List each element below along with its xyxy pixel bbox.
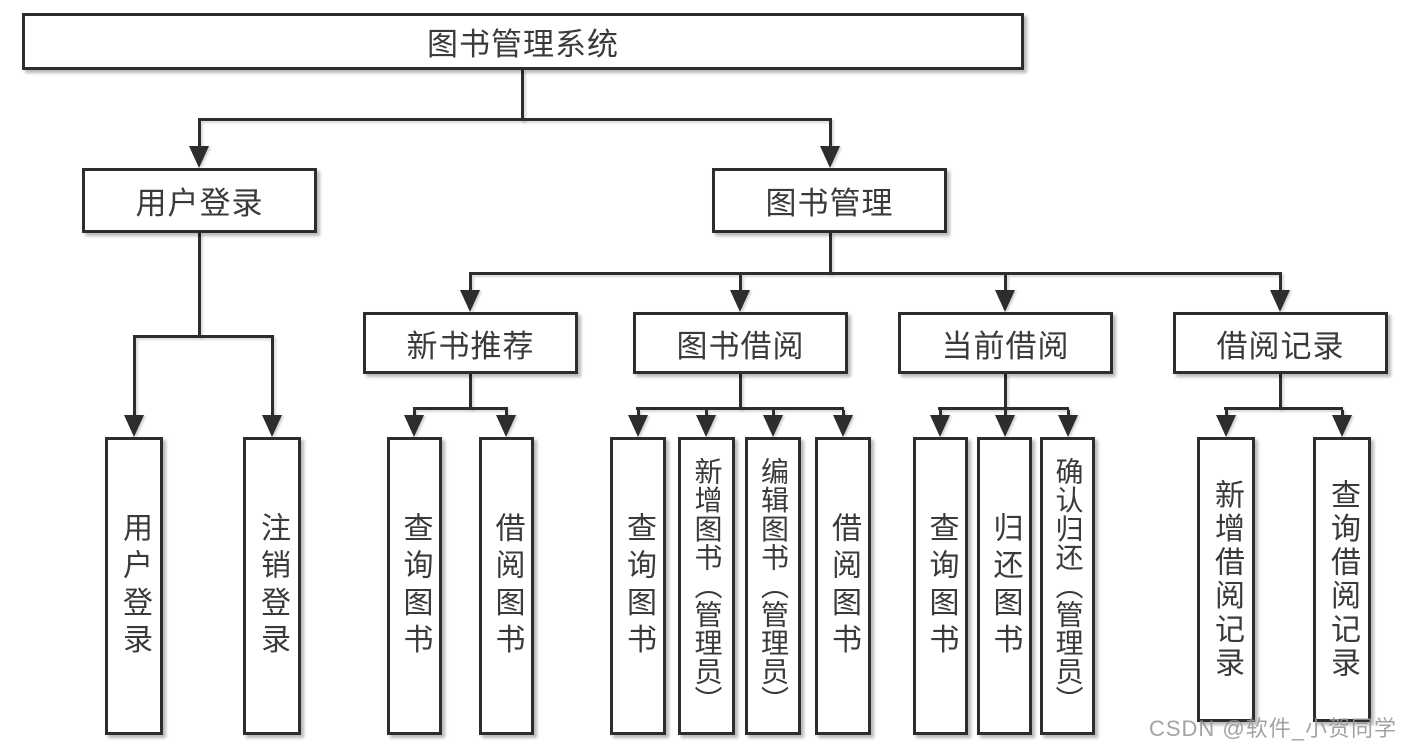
node-borrow-records: 借阅记录	[1173, 312, 1388, 374]
node-logout: 注销登录	[243, 437, 301, 735]
connector-arrow-icon	[628, 415, 648, 437]
node-borrow-book-recommend: 借阅图书	[479, 437, 534, 735]
leaf-label: 确认归还（管理员）	[1052, 457, 1084, 715]
connector-arrow-icon	[730, 290, 750, 312]
connector-line	[1225, 410, 1228, 416]
leaf-label: 借阅图书	[490, 511, 524, 661]
node-book-borrowing: 图书借阅	[633, 312, 848, 374]
connector-arrow-icon	[833, 415, 853, 437]
connector-line	[413, 407, 508, 410]
leaf-label: 编辑图书（管理员）	[758, 457, 789, 715]
node-book-management: 图书管理	[712, 168, 947, 233]
connector-line	[939, 410, 942, 416]
node-edit-book-admin: 编辑图书（管理员）	[745, 437, 801, 735]
node-user-login: 用户登录	[82, 168, 317, 233]
connector-line	[505, 410, 508, 416]
node-query-borrow-record: 查询借阅记录	[1313, 437, 1371, 722]
connector-arrow-icon	[404, 415, 424, 437]
connector-line	[198, 233, 201, 337]
connector-line	[271, 338, 274, 415]
connector-line	[1004, 374, 1007, 409]
node-return-book: 归还图书	[977, 437, 1032, 735]
connector-line	[842, 410, 845, 416]
connector-arrow-icon	[189, 146, 209, 168]
leaf-label: 新增图书（管理员）	[691, 457, 723, 715]
node-add-borrow-record: 新增借阅记录	[1197, 437, 1255, 722]
connector-line	[133, 335, 274, 338]
node-query-book-current: 查询图书	[913, 437, 968, 735]
connector-arrow-icon	[1332, 415, 1352, 437]
connector-line	[1341, 410, 1344, 416]
connector-line	[739, 374, 742, 409]
connector-line	[133, 338, 136, 415]
leaf-label: 查询图书	[398, 511, 432, 661]
connector-line	[636, 407, 844, 410]
connector-line	[938, 407, 1069, 410]
connector-line	[198, 121, 201, 148]
node-confirm-return-admin: 确认归还（管理员）	[1040, 437, 1095, 735]
leaf-label: 查询图书	[622, 511, 655, 661]
connector-arrow-icon	[496, 415, 516, 437]
connector-line	[829, 121, 832, 148]
node-query-book-recommend: 查询图书	[387, 437, 442, 735]
connector-arrow-icon	[995, 290, 1015, 312]
leaf-label: 查询图书	[924, 511, 958, 661]
connector-line	[637, 410, 640, 416]
node-user-login-leaf: 用户登录	[105, 437, 163, 735]
leaf-label: 借阅图书	[827, 511, 860, 661]
connector-arrow-icon	[763, 415, 783, 437]
node-add-book-admin: 新增图书（管理员）	[678, 437, 735, 735]
node-borrow-book-leaf: 借阅图书	[815, 437, 871, 735]
node-current-borrowing: 当前借阅	[898, 312, 1113, 374]
connector-arrow-icon	[124, 415, 144, 437]
connector-arrow-icon	[1270, 290, 1290, 312]
connector-line	[1004, 275, 1007, 291]
connector-arrow-icon	[262, 415, 282, 437]
connector-line	[705, 410, 708, 416]
connector-line	[772, 410, 775, 416]
connector-arrow-icon	[1058, 415, 1078, 437]
leaf-label: 查询借阅记录	[1326, 478, 1359, 681]
node-new-book-recommend: 新书推荐	[363, 312, 578, 374]
leaf-label: 归还图书	[988, 511, 1022, 661]
connector-line	[469, 272, 1282, 275]
connector-line	[469, 275, 472, 291]
connector-arrow-icon	[1216, 415, 1236, 437]
connector-line	[739, 275, 742, 291]
connector-line	[469, 374, 472, 409]
leaf-label: 注销登录	[256, 511, 289, 661]
connector-line	[1279, 374, 1282, 409]
leaf-label: 用户登录	[118, 511, 151, 661]
connector-arrow-icon	[696, 415, 716, 437]
connector-line	[413, 410, 416, 416]
node-library-management-system: 图书管理系统	[22, 13, 1024, 70]
connector-line	[1004, 410, 1007, 416]
connector-line	[521, 70, 524, 121]
connector-arrow-icon	[995, 415, 1015, 437]
connector-arrow-icon	[820, 146, 840, 168]
connector-line	[1224, 407, 1343, 410]
connector-arrow-icon	[930, 415, 950, 437]
node-query-book-borrowing: 查询图书	[610, 437, 666, 735]
connector-line	[1279, 275, 1282, 291]
connector-line	[198, 118, 832, 121]
connector-arrow-icon	[460, 290, 480, 312]
watermark: CSDN @软件_小贺同学	[1148, 716, 1397, 741]
connector-line	[829, 233, 832, 274]
connector-line	[1067, 410, 1070, 416]
leaf-label: 新增借阅记录	[1210, 478, 1243, 681]
